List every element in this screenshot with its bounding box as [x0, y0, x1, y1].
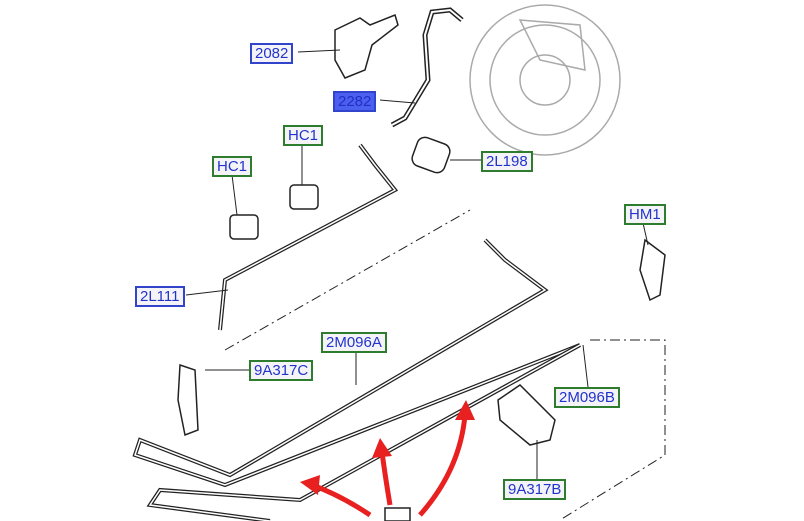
callout-label-highlighted[interactable]: 2282 — [333, 91, 377, 112]
callout-label[interactable]: 2L111 — [135, 286, 185, 307]
callout-label[interactable]: HC1 — [212, 156, 253, 177]
callout-label[interactable]: 2M096A — [321, 332, 387, 353]
callout-label[interactable]: 2L198 — [481, 151, 533, 172]
callout-label[interactable]: 2M096B — [554, 387, 620, 408]
leader-lines — [185, 49, 649, 479]
callout-label[interactable]: HC1 — [283, 125, 324, 146]
clip-hc1-drawing — [229, 214, 259, 240]
direction-arrows — [300, 400, 475, 518]
callout-label[interactable]: 9A317C — [249, 360, 314, 381]
clip-hc1-drawing — [289, 184, 319, 210]
bracket-9A317C-drawing — [177, 363, 199, 437]
callout-label[interactable]: 2082 — [250, 43, 294, 64]
clip-9A317B-drawing — [497, 384, 556, 446]
brake-pipe-2M096-drawing — [132, 238, 581, 488]
bracket-2082-drawing — [334, 13, 399, 79]
bushing-2L198-drawing — [411, 136, 451, 174]
callout-label[interactable]: HM1 — [624, 204, 666, 225]
brake-backplate-drawing — [469, 4, 621, 156]
dash-centerline — [224, 209, 471, 351]
clip-hm1-drawing — [639, 238, 666, 302]
callout-label[interactable]: 9A317B — [503, 479, 567, 500]
